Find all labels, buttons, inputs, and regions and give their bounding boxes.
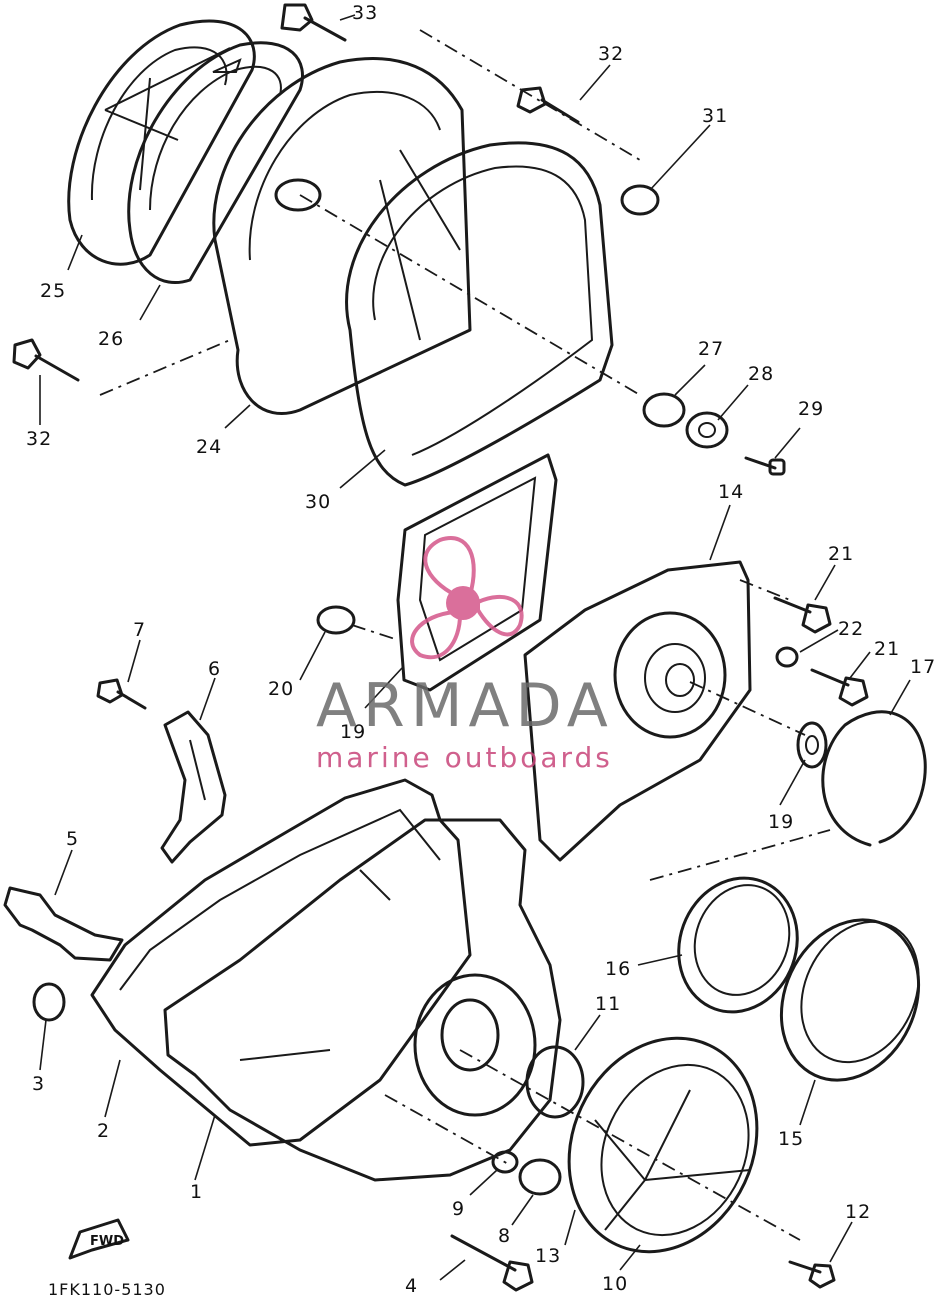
part-29-screw (744, 456, 786, 476)
part-17-ring (821, 710, 927, 847)
label-5: 5 (66, 828, 79, 850)
label-2: 2 (97, 1120, 110, 1142)
label-10: 10 (602, 1273, 628, 1295)
label-27: 27 (698, 338, 724, 360)
part-10-cover (567, 1036, 759, 1254)
watermark: ARMADA marine outboards (316, 536, 614, 774)
label-14: 14 (718, 481, 744, 503)
label-17: 17 (910, 656, 934, 678)
label-1: 1 (190, 1181, 203, 1203)
part-9-o-ring (491, 1150, 519, 1174)
label-4: 4 (405, 1275, 418, 1297)
part-25-cover (67, 19, 256, 266)
label-25: 25 (40, 280, 66, 302)
part-3-dowel (32, 982, 66, 1022)
part-32-bolt-lower (12, 338, 80, 382)
callout-lines (39, 14, 911, 1281)
label-22: 22 (838, 618, 864, 640)
part-21-bolt-upper (773, 596, 832, 634)
part-6-bracket (160, 710, 227, 864)
label-30: 30 (305, 491, 331, 513)
label-19-left: 19 (340, 721, 366, 743)
label-8: 8 (498, 1225, 511, 1247)
part-5-bracket (3, 886, 124, 962)
label-21-bottom: 21 (874, 638, 900, 660)
label-9: 9 (452, 1198, 465, 1220)
label-13: 13 (535, 1245, 561, 1267)
part-27-bushing (642, 392, 686, 428)
part-24-crankcase-cover (212, 57, 472, 416)
label-15: 15 (778, 1128, 804, 1150)
part-22-o-ring (775, 646, 799, 668)
part-14-cover (523, 560, 752, 862)
label-29: 29 (798, 398, 824, 420)
label-7: 7 (133, 619, 146, 641)
label-24: 24 (196, 436, 222, 458)
part-20-dowel (316, 605, 356, 635)
part-8-plug (518, 1158, 562, 1196)
label-31: 31 (702, 105, 728, 127)
diagram-part-code: 1FK110-5130 (48, 1280, 166, 1299)
propeller-logo-icon (410, 536, 524, 660)
part-2-gasket (90, 778, 472, 1147)
part-32-bolt-upper (516, 86, 580, 124)
label-19-right: 19 (768, 811, 794, 833)
watermark-tagline: marine outboards (316, 741, 613, 774)
fwd-arrow-icon: FWD (68, 1218, 130, 1260)
part-11-o-ring (525, 1045, 585, 1119)
label-33: 33 (352, 2, 378, 24)
part-31-dowel (620, 184, 660, 216)
part-30-gasket (345, 141, 614, 487)
part-16-ring (677, 876, 799, 1014)
label-28: 28 (748, 363, 774, 385)
part-19-gasket (396, 453, 558, 692)
label-12: 12 (845, 1201, 871, 1223)
label-26: 26 (98, 328, 124, 350)
part-19-seal (796, 721, 828, 769)
label-11: 11 (595, 993, 621, 1015)
part-33-bolt (280, 3, 347, 42)
part-labels: 33 32 31 25 26 32 24 30 27 28 29 14 21 2… (26, 2, 934, 1299)
part-1-crankcase-cover (163, 818, 562, 1182)
label-6: 6 (208, 658, 221, 680)
label-32-left: 32 (26, 428, 52, 450)
watermark-brand: ARMADA (316, 671, 614, 741)
label-20: 20 (268, 678, 294, 700)
svg-text:FWD: FWD (90, 1234, 124, 1249)
label-32-top: 32 (598, 43, 624, 65)
part-28-seal (685, 411, 729, 449)
part-26-gasket (127, 41, 304, 285)
part-7-bolt (96, 678, 147, 710)
label-3: 3 (32, 1073, 45, 1095)
part-15-cap (779, 918, 921, 1082)
part-21-bolt-lower (810, 668, 869, 707)
part-4-bolt (450, 1234, 534, 1292)
label-16: 16 (605, 958, 631, 980)
label-21-top: 21 (828, 543, 854, 565)
part-12-screw (788, 1260, 836, 1289)
